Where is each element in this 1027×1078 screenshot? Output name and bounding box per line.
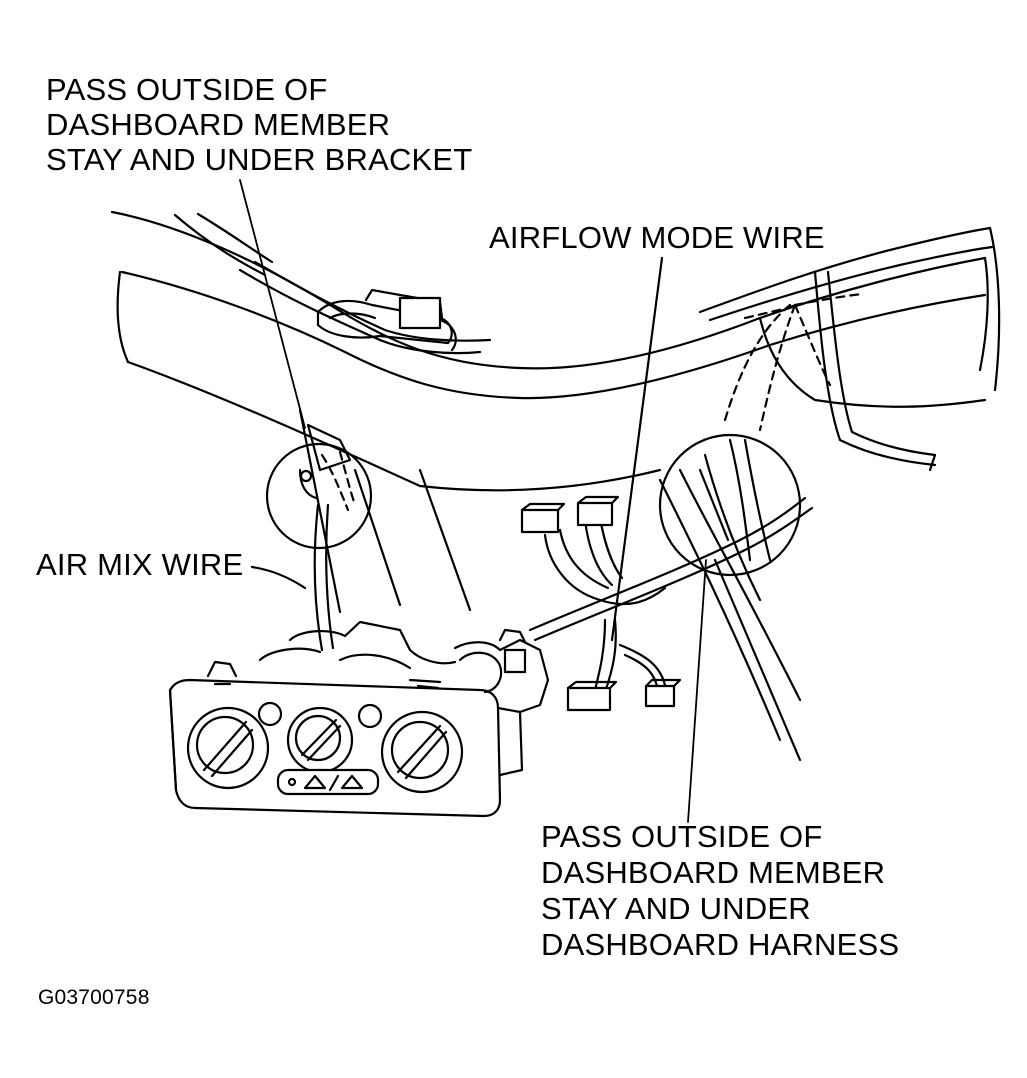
dashboard-harness (658, 438, 802, 762)
harness-route-line-3: STAY AND UNDER (541, 891, 811, 926)
under-bracket (298, 408, 472, 614)
harness-route-callout: PASS OUTSIDE OF DASHBOARD MEMBER STAY AN… (541, 819, 899, 963)
bracket-route-line-1: PASS OUTSIDE OF (46, 72, 328, 107)
upper-connector (316, 288, 457, 352)
air-mix-wire-label: AIR MIX WIRE (36, 547, 244, 582)
temperature-knob (186, 706, 270, 790)
small-button-left (257, 701, 283, 727)
fan-speed-knob (286, 706, 354, 774)
harness-detail-circle (658, 433, 802, 577)
dashboard-member-stay (110, 210, 1001, 492)
bracket-detail-circle (265, 442, 373, 550)
hidden-lines (320, 292, 864, 512)
air-mix-wire (250, 503, 335, 652)
harness-route-line-1: PASS OUTSIDE OF (541, 819, 823, 854)
bracket-route-callout: PASS OUTSIDE OF DASHBOARD MEMBER STAY AN… (46, 72, 472, 177)
heater-control-unit (168, 620, 550, 818)
airflow-mode-wire-label: AIRFLOW MODE WIRE (489, 220, 825, 255)
harness-route-line-2: DASHBOARD MEMBER (541, 855, 886, 890)
harness-route-line-4: DASHBOARD HARNESS (541, 927, 900, 962)
figure-code: G03700758 (38, 986, 150, 1009)
small-button-right (357, 703, 383, 729)
lever-strip (276, 768, 380, 796)
bracket-route-line-3: STAY AND UNDER BRACKET (46, 142, 473, 177)
airflow-mode-knob (380, 710, 464, 794)
harness-connectors (520, 495, 682, 712)
bracket-route-line-2: DASHBOARD MEMBER (46, 107, 391, 142)
callout-leaders (239, 179, 707, 823)
